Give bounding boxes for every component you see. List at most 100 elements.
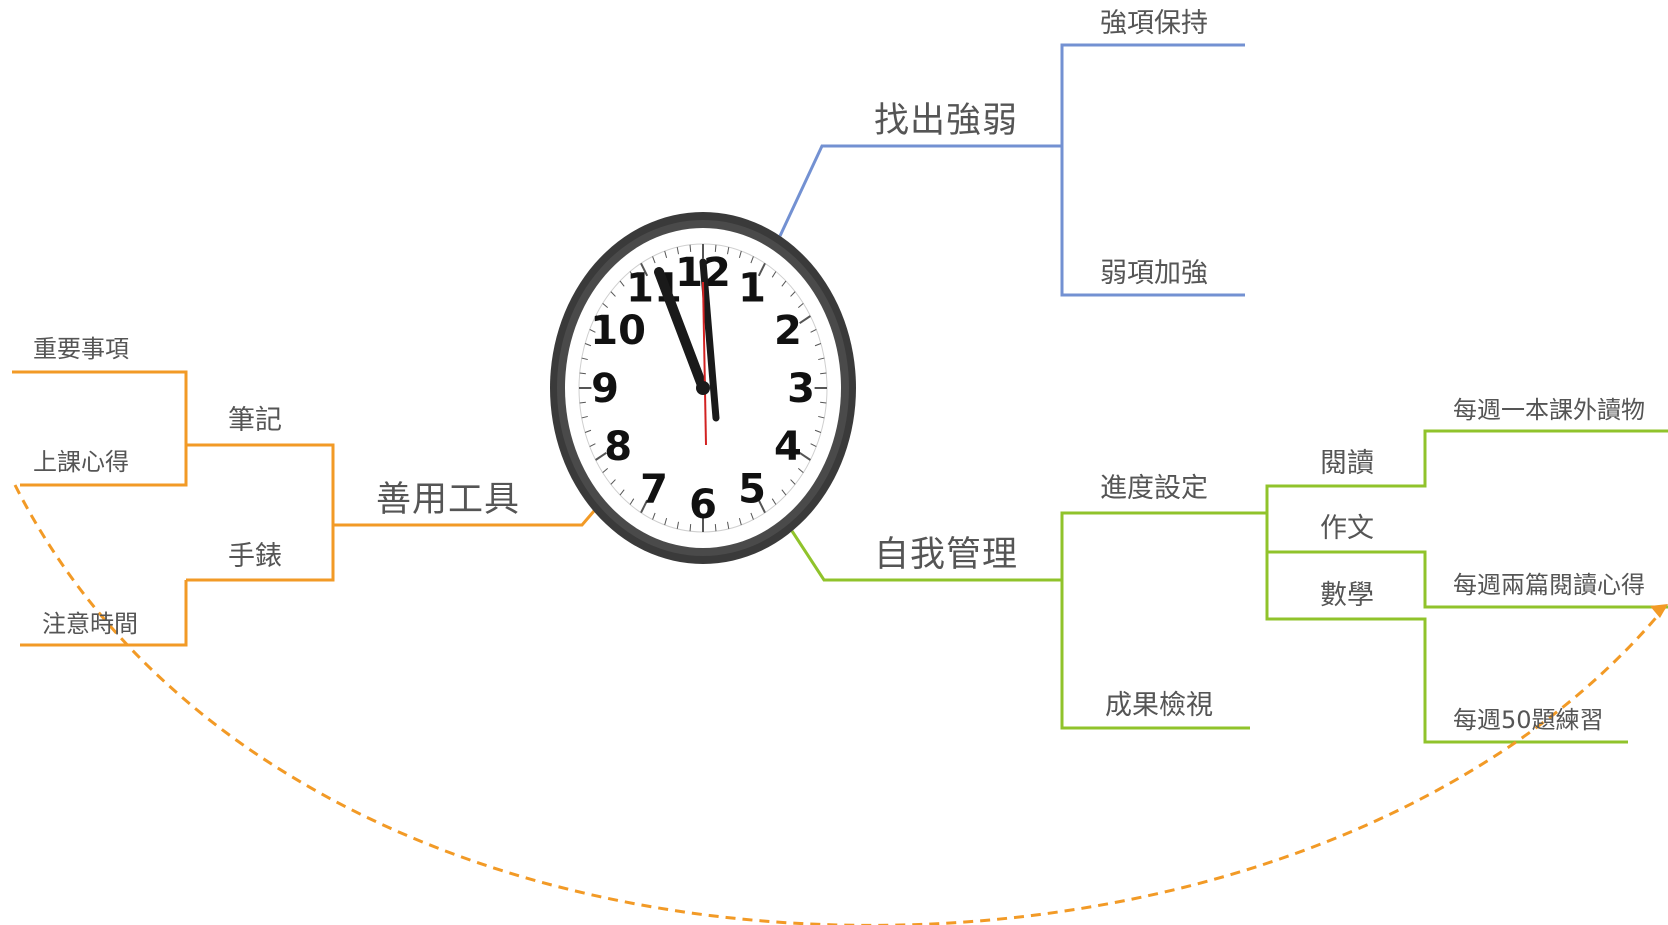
clock-minute-hand [699,258,720,422]
clock-tick [584,343,592,347]
clock-tick [814,429,822,433]
clock-tick [664,517,668,526]
clock-numeral: 7 [640,466,668,512]
clock-numeral: 8 [604,424,632,470]
clock-tick [727,247,730,255]
clock-tick [676,247,679,255]
clock-tick [689,524,692,532]
clock-hour-hand [654,267,708,393]
clock-numeral: 2 [774,308,802,354]
clock-tick [781,489,787,496]
clock-tick [790,291,796,297]
connector-center-to-find [778,144,1062,237]
clock-numeral: 10 [590,308,646,354]
connector-progress-reading [1265,429,1668,513]
connector-watch-time [20,580,188,647]
clock-tick [771,498,777,505]
math-leaf-label: 每週50題練習 [1453,706,1604,734]
clock-tick [619,280,625,287]
clock-tick [602,302,609,308]
reading-leaf-label: 每週一本課外讀物 [1453,396,1645,424]
clock-tick [810,443,817,448]
clock-tick [689,244,692,252]
clock-ticks [579,244,827,532]
clock-tick [799,315,811,325]
clock-tick [738,250,742,259]
clock-tick [629,271,635,278]
watch-time-label: 注意時間 [42,610,138,638]
clock-tick [652,512,656,520]
connector-self-progress [1060,511,1267,580]
connector-find-weak [1060,146,1245,297]
clock-numeral: 9 [591,366,619,412]
progress-reading-label: 閱讀 [1320,448,1374,479]
clock-tick [581,415,588,419]
connector-tools-notes [186,443,335,525]
clock-tick [610,291,616,297]
clock-tick [589,443,596,448]
connector-center-to-self [790,530,1062,582]
branch-self-label: 自我管理 [874,535,1019,575]
clock-tick [781,280,787,287]
connector-notes-important [12,370,188,445]
clock-tick [750,512,754,520]
clock-tick [750,256,754,264]
connector-find-bracket [1060,43,1245,146]
clock-tick [664,250,668,259]
clock-tick [738,517,742,526]
clock-tick [771,271,777,278]
connector-self-review [1060,580,1250,730]
clock-tick [714,524,717,532]
notes-class-label: 上課心得 [33,448,129,476]
clock-tick [818,415,825,419]
clock-tick [676,521,679,529]
clock-tick [714,244,717,252]
progress-math-label: 數學 [1320,580,1374,611]
clock-numeral: 3 [787,366,815,412]
clock-hub [696,381,710,395]
self-progress-label: 進度設定 [1100,473,1208,504]
connector-notes-class [20,445,188,487]
writing-leaf-label: 每週兩篇閱讀心得 [1453,571,1645,599]
clock-tick [589,328,596,333]
connector-progress-math [1265,513,1628,744]
clock-tick [799,451,811,461]
clock-icon: 121234567891011 [550,212,856,564]
clock-tick [757,262,766,277]
clock-tick [579,401,586,404]
connector-center-to-tools [333,510,596,527]
branch-find-label: 找出強弱 [874,101,1019,141]
clock-tick [579,372,586,375]
clock-tick [727,521,730,529]
clock-tick [797,302,804,308]
clock-tick [820,372,827,375]
clock-tick [757,499,766,514]
clock-tick [797,468,804,474]
dashed-arc-connector [13,484,1667,925]
clock-tick [602,468,609,474]
clock-tick [595,451,607,461]
notes-important-label: 重要事項 [33,335,129,363]
clock-numeral: 5 [738,466,766,512]
clock-tick [619,489,625,496]
self-review-label: 成果檢視 [1105,690,1213,721]
find-strong-label: 強項保持 [1100,8,1208,39]
dashed-arc-arrowhead [1650,604,1668,618]
clock-tick [640,499,649,514]
connector-tools-watch [186,525,335,582]
clock-tick [629,498,635,505]
clock-tick [814,343,822,347]
clock-tick [820,401,827,404]
clock-tick [810,328,817,333]
clock-tick [581,357,588,361]
clock-tick [640,262,649,277]
tools-watch-label: 手錶 [228,541,282,572]
clock-numeral: 1 [738,266,766,312]
clock-tick [610,479,616,485]
progress-writing-label: 作文 [1320,513,1374,544]
clock-tick [652,256,656,264]
clock-tick [818,357,825,361]
find-weak-label: 弱項加強 [1100,258,1208,289]
